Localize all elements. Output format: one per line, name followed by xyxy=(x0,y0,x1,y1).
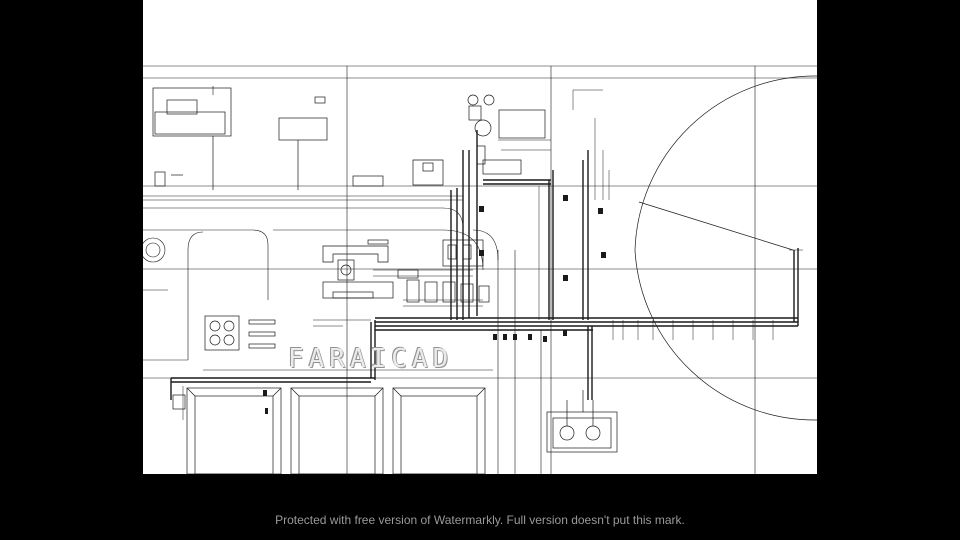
pipe-racks xyxy=(170,130,799,400)
basins xyxy=(172,387,486,474)
drawing-sheet xyxy=(143,0,817,474)
equipment-tags xyxy=(263,195,606,414)
circular-tank-arc xyxy=(634,75,817,421)
piping-details xyxy=(182,89,803,420)
grid-lines xyxy=(143,65,817,474)
roads xyxy=(143,195,542,474)
tank-cluster-symbol xyxy=(204,315,276,351)
watermark-notice: Protected with free version of Watermark… xyxy=(275,513,685,527)
pump-skid-symbol xyxy=(546,390,618,453)
process-area xyxy=(322,94,546,303)
buildings xyxy=(152,87,384,190)
site-plan-drawing xyxy=(143,65,817,474)
